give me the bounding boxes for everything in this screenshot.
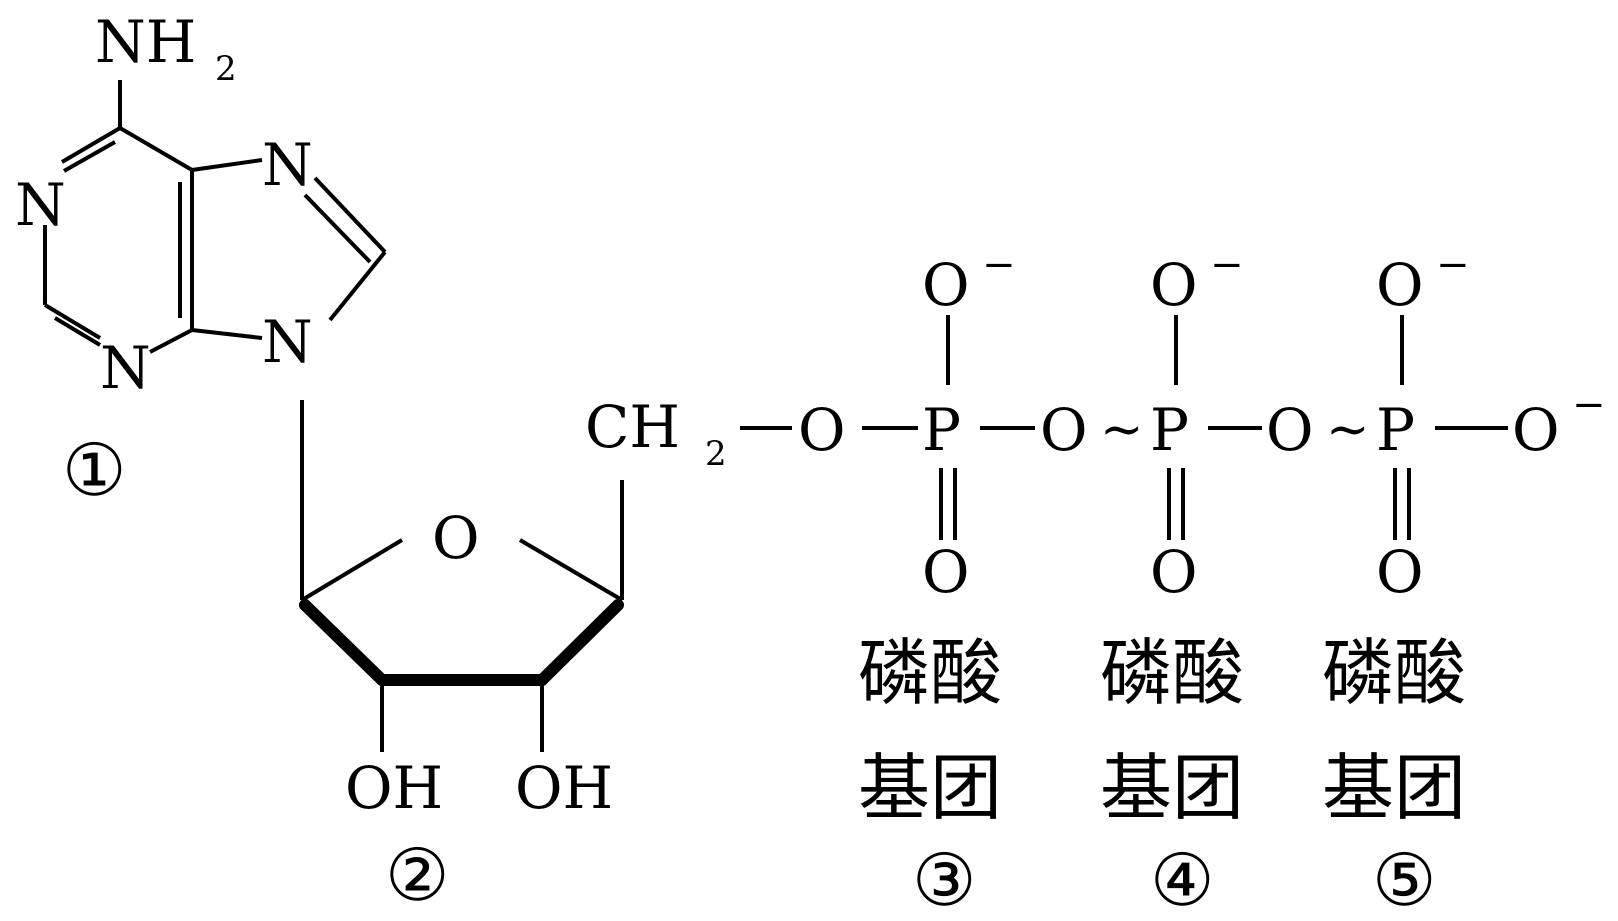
n7-label: N [262, 131, 313, 199]
p3-top-charge: − [1436, 242, 1470, 288]
bond-c1prime-o [300, 538, 404, 602]
bond-c5-n7 [191, 158, 263, 172]
bond-o-c4prime [518, 538, 624, 602]
p3-label: P [1376, 396, 1415, 464]
group-3-line2: 基团 [1322, 746, 1466, 830]
group-1-line1: 磷酸 [858, 631, 1002, 715]
bond-n3-c4 [149, 328, 193, 354]
phosphate-group-label-2: 磷酸 基团 ④ [1100, 631, 1244, 921]
p2-label: P [1150, 396, 1189, 464]
bond-n7-c8 [313, 176, 387, 254]
amine-label: NH [95, 8, 196, 76]
phosphate-group-label-3: 磷酸 基团 ⑤ [1322, 631, 1466, 921]
n9-label: N [262, 308, 313, 376]
bond-c2-n3 [43, 303, 102, 340]
bond-c1prime-c2prime [299, 599, 388, 686]
adenine-base: NH 2 N N N N ① [15, 8, 387, 512]
oh-left-label: OH [345, 754, 443, 822]
phosphate-chain: O O ~ O ~ O − P O − O P O − O P [740, 242, 1606, 606]
marker-5: ⑤ [1372, 838, 1437, 921]
amine-subscript: 2 [215, 49, 237, 89]
p2-bottom-oxygen: O [1150, 538, 1198, 606]
p2-top-charge: − [1210, 242, 1244, 288]
tilde-2: ~ [1326, 400, 1370, 460]
ring-oxygen-label: O [432, 504, 480, 572]
group-2-line2: 基团 [1100, 746, 1244, 830]
marker-3: ③ [912, 838, 977, 921]
group-2-line1: 磷酸 [1100, 631, 1244, 715]
p1-label: P [922, 396, 961, 464]
phosphate-1: P O − O [922, 242, 1016, 606]
bond-c6-n1 [60, 126, 122, 164]
marker-2: ② [385, 833, 450, 917]
bond-n7-c8-double [303, 193, 372, 264]
tilde-1: ~ [1100, 400, 1144, 460]
phosphate-group-label-1: 磷酸 基团 ③ [858, 631, 1002, 921]
oh-right-label: OH [515, 754, 613, 822]
n3-label: N [100, 334, 151, 402]
p1-bottom-oxygen: O [922, 538, 970, 606]
terminal-oxygen: O [1512, 396, 1560, 464]
bond-n9-c4 [191, 328, 263, 340]
group-1-line2: 基团 [858, 746, 1002, 830]
p1-top-charge: − [982, 242, 1016, 288]
ch2-label: CH [585, 393, 680, 461]
p2-top-oxygen: O [1150, 251, 1198, 319]
bond-c2-n3-double [53, 316, 102, 347]
bridge-oxygen-2: O [1040, 396, 1088, 464]
n1-label: N [15, 171, 66, 239]
bond-c8-n9 [328, 250, 387, 322]
marker-4: ④ [1150, 838, 1215, 921]
phosphate-3: P O − O [1376, 242, 1470, 606]
bond-c5-c6 [118, 126, 194, 172]
p3-top-oxygen: O [1376, 251, 1424, 319]
p1-top-oxygen: O [922, 251, 970, 319]
ch2-subscript: 2 [705, 434, 727, 474]
marker-1: ① [62, 428, 127, 512]
bridge-oxygen-1: O [798, 396, 846, 464]
terminal-oxygen-charge: − [1572, 382, 1606, 428]
ribose-sugar: O OH OH CH 2 ② [299, 393, 727, 917]
p3-bottom-oxygen: O [1376, 538, 1424, 606]
group-3-line1: 磷酸 [1322, 631, 1466, 715]
bridge-oxygen-3: O [1266, 396, 1314, 464]
phosphate-2: P O − O [1150, 242, 1244, 606]
bond-c6-n1-double [63, 140, 116, 173]
bond-c3prime-c4prime [536, 599, 624, 686]
